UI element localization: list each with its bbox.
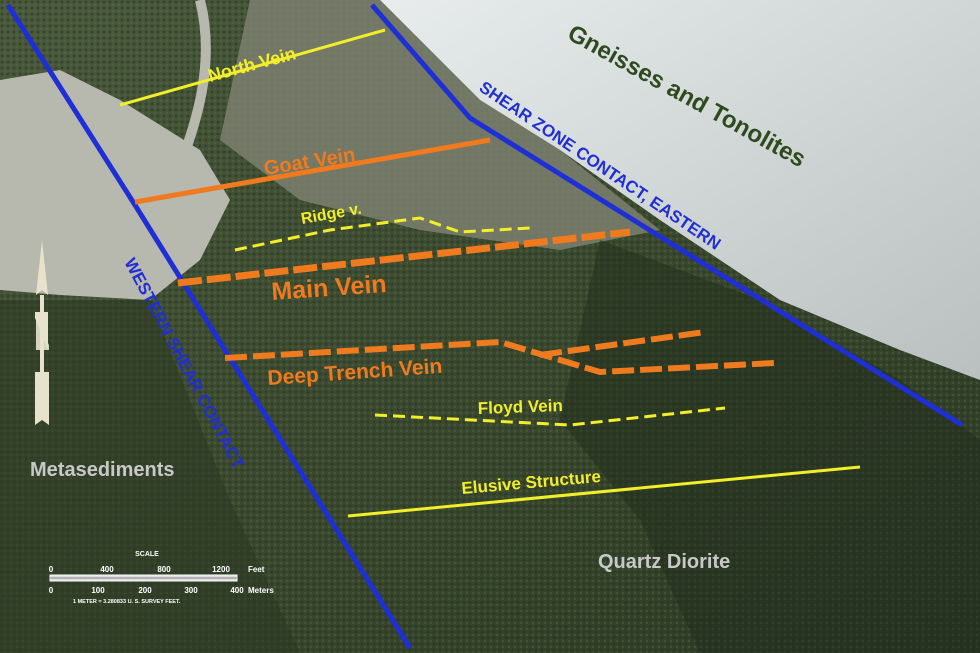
feet-tick: 400 xyxy=(100,565,114,574)
north-arrow-icon xyxy=(35,240,49,425)
scale-title: SCALE xyxy=(135,551,159,558)
rocky-slope xyxy=(220,0,660,250)
floyd-vein-line xyxy=(374,406,726,427)
ridge-vein-line xyxy=(234,216,531,252)
glacier xyxy=(380,0,980,380)
quartz-diorite-label: Quartz Diorite xyxy=(598,551,730,573)
feet-tick: 0 xyxy=(49,565,54,574)
floyd-vein-label: Floyd Vein xyxy=(477,396,563,418)
river-channel xyxy=(165,0,211,192)
meter-unit: Meters xyxy=(248,586,274,595)
metasediments-label: Metasediments xyxy=(30,459,175,481)
valley-forest xyxy=(0,300,300,653)
meter-tick: 100 xyxy=(91,586,105,595)
eastern-shear-contact-line xyxy=(370,3,964,428)
meter-tick: 200 xyxy=(138,586,152,595)
goat-vein-line xyxy=(134,137,491,205)
deep-trench-vein-line xyxy=(224,338,776,376)
elusive-structure-line xyxy=(347,465,861,518)
western-shear-contact-line xyxy=(5,3,413,650)
meter-tick: 0 xyxy=(49,586,54,595)
feet-tick: 1200 xyxy=(212,565,230,574)
main-vein-line xyxy=(177,228,631,287)
scale-bar: SCALE 0 400 800 1200 Feet 0 100 200 300 … xyxy=(49,551,275,605)
river-delta xyxy=(0,70,230,300)
feet-unit: Feet xyxy=(248,565,265,574)
shadowed-slope xyxy=(560,240,980,653)
meter-tick: 400 xyxy=(230,586,244,595)
scale-note: 1 METER = 3.280833 U. S. SURVEY FEET. xyxy=(73,599,181,605)
north-vein-line xyxy=(119,28,386,107)
feet-tick: 800 xyxy=(157,565,171,574)
meter-tick: 300 xyxy=(184,586,198,595)
